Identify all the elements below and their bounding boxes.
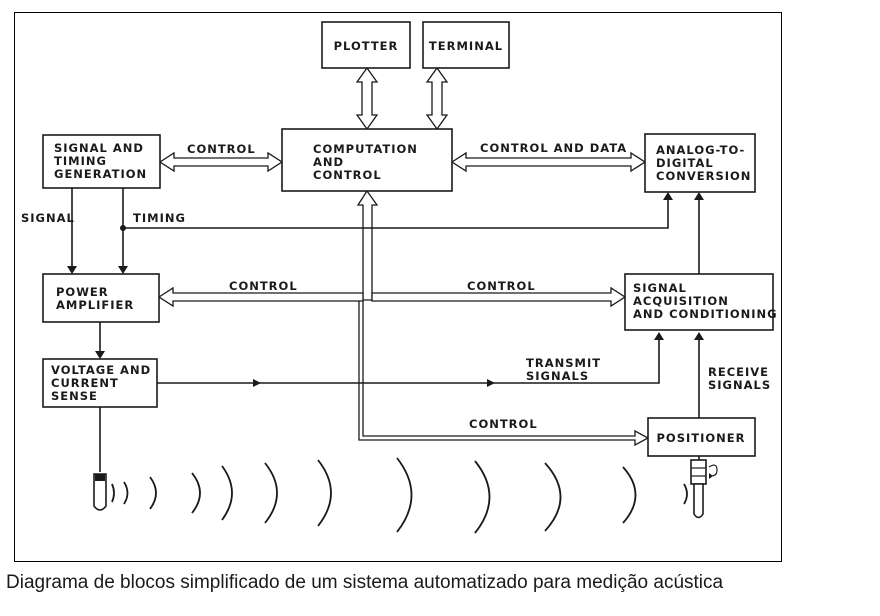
transmit-arrowhead	[654, 332, 664, 340]
terminal-block: TERMINAL	[422, 21, 510, 69]
acoustic-waves	[111, 457, 688, 534]
signal-acquisition-block: SIGNAL ACQUISITION AND CONDITIONING	[624, 273, 778, 331]
computation-label-1: COMPUTATION	[313, 142, 418, 156]
adc-label-2: DIGITAL	[656, 156, 714, 170]
receive-transducer	[690, 459, 718, 519]
timing-line-right	[123, 198, 669, 229]
power-amp-label-2: AMPLIFIER	[56, 298, 134, 312]
power-amp-label-1: POWER	[56, 285, 109, 299]
transmit-transducer	[93, 473, 107, 511]
transmit-line	[157, 338, 660, 384]
signal-timing-label-1: SIGNAL AND	[54, 141, 144, 155]
terminal-computation-arrow	[425, 66, 449, 131]
timing-arrowhead-down	[118, 266, 128, 274]
plotter-block: PLOTTER	[321, 21, 411, 69]
receive-arrowhead	[694, 332, 704, 340]
plotter-computation-arrow	[355, 66, 379, 131]
amp-to-sense-arrowhead	[95, 351, 105, 359]
transmit-mark-1	[253, 379, 261, 387]
timing-label: TIMING	[133, 211, 186, 225]
terminal-label: TERMINAL	[429, 39, 503, 53]
block-diagram: PLOTTER TERMINAL SIGNAL AND TIMING GENER…	[21, 21, 778, 534]
transmit-label-2: SIGNALS	[526, 369, 589, 383]
control-and-data-label: CONTROL AND DATA	[480, 141, 627, 155]
voltage-sense-label-1: VOLTAGE AND	[51, 363, 151, 377]
control-right-label: CONTROL	[467, 279, 536, 293]
signal-arrowhead	[67, 266, 77, 274]
adc-block: ANALOG-TO- DIGITAL CONVERSION	[644, 133, 756, 193]
power-amplifier-block: POWER AMPLIFIER	[42, 273, 160, 323]
adc-label-1: ANALOG-TO-	[656, 143, 745, 157]
figure-caption: Diagrama de blocos simplificado de um si…	[6, 572, 724, 593]
central-bus	[356, 189, 650, 447]
voltage-sense-label-2: CURRENT	[51, 376, 119, 390]
positioner-block: POSITIONER	[647, 417, 756, 457]
computation-label-3: CONTROL	[313, 168, 382, 182]
transmit-label-1: TRANSMIT	[526, 356, 601, 370]
receive-label-1: RECEIVE	[708, 365, 769, 379]
computation-block: COMPUTATION AND CONTROL	[281, 128, 453, 192]
computation-label-2: AND	[313, 155, 344, 169]
voltage-sense-label-3: SENSE	[51, 389, 98, 403]
signal-acq-label-1: SIGNAL	[633, 281, 687, 295]
signal-acq-label-2: ACQUISITION	[633, 294, 729, 308]
voltage-sense-block: VOLTAGE AND CURRENT SENSE	[42, 358, 158, 408]
receive-label-2: SIGNALS	[708, 378, 771, 392]
control-arrow-right	[371, 286, 627, 308]
connections	[67, 66, 704, 472]
signal-acq-label-3: AND CONDITIONING	[633, 307, 778, 321]
signal-label: SIGNAL	[21, 211, 75, 225]
control-data-arrow	[450, 151, 647, 173]
signal-timing-label-3: GENERATION	[54, 167, 147, 181]
control-left-label: CONTROL	[229, 279, 298, 293]
transmit-mark-2	[487, 379, 495, 387]
control-top-label: CONTROL	[187, 142, 256, 156]
timing-arrowhead-adc	[663, 192, 673, 200]
signal-timing-block: SIGNAL AND TIMING GENERATION	[42, 134, 161, 189]
control-arrow-left	[157, 286, 364, 308]
positioner-label: POSITIONER	[656, 431, 745, 445]
control-bottom-label: CONTROL	[469, 417, 538, 431]
adc-label-3: CONVERSION	[656, 169, 751, 183]
plotter-label: PLOTTER	[334, 39, 399, 53]
connection-labels: CONTROL CONTROL AND DATA SIGNAL TIMING C…	[21, 141, 771, 431]
signal-timing-label-2: TIMING	[54, 154, 107, 168]
acq-to-adc-arrowhead	[694, 192, 704, 200]
